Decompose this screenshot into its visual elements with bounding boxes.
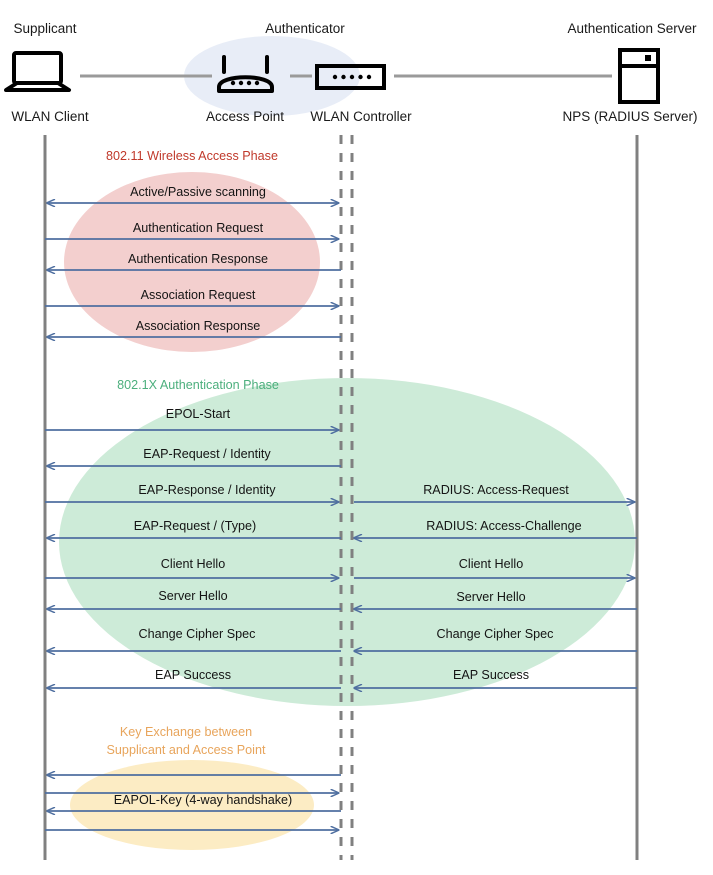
message-label: Association Response: [136, 319, 261, 333]
wlan-controller-icon: [315, 64, 386, 90]
server-icon: [618, 48, 660, 104]
ellipse-wireless-access-phase: [64, 172, 320, 352]
message-label: Active/Passive scanning: [130, 185, 266, 199]
message-label: EAP Success: [453, 668, 529, 682]
message-label: Authentication Request: [133, 221, 264, 235]
access-point-icon: [217, 55, 274, 93]
message-label: Server Hello: [456, 590, 525, 604]
phase-label-wireless-access: 802.11 Wireless Access Phase: [106, 149, 278, 163]
message-group-wireless-access: Active/Passive scanning Authentication R…: [45, 185, 341, 337]
phase-label-key-exchange-line2: Supplicant and Access Point: [107, 743, 266, 757]
actor-device-access-point: Access Point: [206, 109, 284, 124]
message-label: EAP-Response / Identity: [138, 483, 276, 497]
phase-ellipse-group: [59, 36, 635, 850]
message-label: EAP Success: [155, 668, 231, 682]
message-label: Client Hello: [161, 557, 225, 571]
message-label: Change Cipher Spec: [437, 627, 554, 641]
message-label: Authentication Response: [128, 252, 268, 266]
message-label: Client Hello: [459, 557, 523, 571]
actor-role-authentication-server: Authentication Server: [567, 21, 697, 36]
phase-label-key-exchange-line1: Key Exchange between: [120, 725, 252, 739]
phase-label-dot1x: 802.1X Authentication Phase: [117, 378, 279, 392]
lifeline-group: [43, 135, 639, 860]
message-group-key-exchange: EAPOL-Key (4-way handshake): [45, 775, 341, 830]
message-label: Server Hello: [158, 589, 227, 603]
actor-device-wlan-controller: WLAN Controller: [310, 109, 412, 124]
message-label: EPOL-Start: [166, 407, 231, 421]
message-label: EAP-Request / (Type): [134, 519, 257, 533]
actor-role-authenticator: Authenticator: [265, 21, 345, 36]
laptop-icon: [4, 51, 71, 92]
ellipse-authenticator-highlight: [184, 36, 360, 116]
ellipse-key-exchange-phase: [70, 760, 314, 850]
actor-device-wlan-client: WLAN Client: [11, 109, 89, 124]
message-label: EAP-Request / Identity: [143, 447, 271, 461]
message-label: RADIUS: Access-Request: [423, 483, 569, 497]
actor-device-nps: NPS (RADIUS Server): [562, 109, 697, 124]
message-label: Change Cipher Spec: [139, 627, 256, 641]
message-group-dot1x: EPOL-Start EAP-Request / Identity EAP-Re…: [45, 407, 637, 688]
ellipse-dot1x-phase: [59, 378, 635, 706]
message-label: EAPOL-Key (4-way handshake): [114, 793, 293, 807]
actor-role-supplicant: Supplicant: [13, 21, 76, 36]
message-label: Association Request: [141, 288, 256, 302]
message-label: RADIUS: Access-Challenge: [426, 519, 581, 533]
